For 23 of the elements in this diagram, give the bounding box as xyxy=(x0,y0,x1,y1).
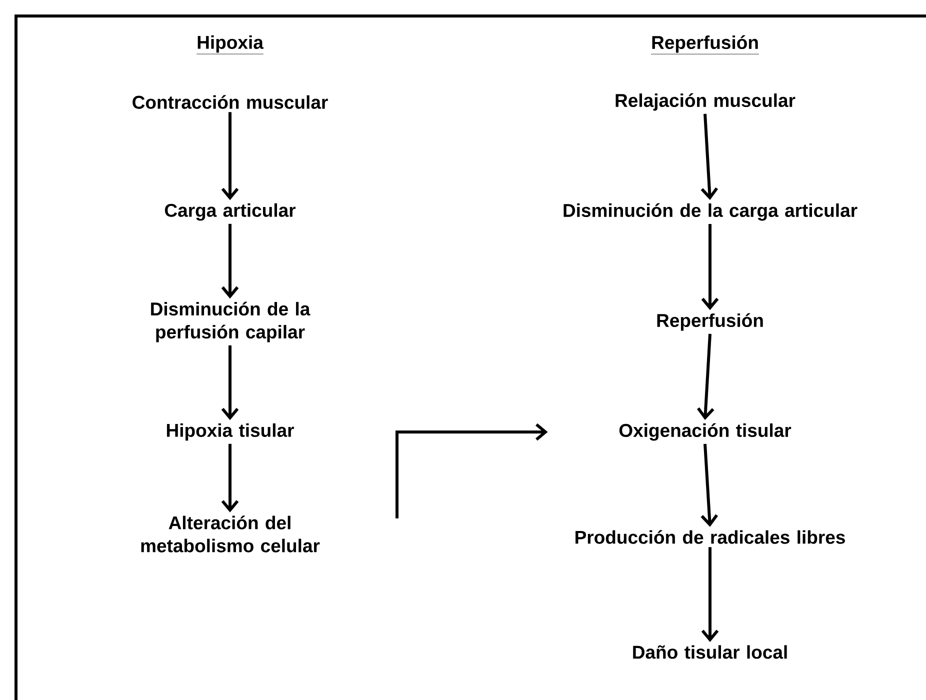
flow-step: Producción de radicales libres xyxy=(576,530,845,544)
arrow xyxy=(696,334,714,420)
arrow xyxy=(396,423,548,518)
flow-step: Disminución de la carga articular xyxy=(564,203,858,221)
flow-step: Relajación muscular xyxy=(616,93,796,111)
column-heading: Reperfusión xyxy=(650,35,760,54)
flow-step: Oxigenación tisular xyxy=(619,423,792,441)
arrow xyxy=(221,444,239,512)
flow-step: Contracción muscular xyxy=(132,95,328,109)
flow-step: Carga articular xyxy=(164,203,296,221)
arrow xyxy=(221,224,239,299)
flow-step: Alteración del metabolismo celular xyxy=(141,516,320,552)
arrow xyxy=(701,224,719,310)
flow-step: Disminución de la perfusión capilar xyxy=(151,302,310,342)
column-heading: Hipoxia xyxy=(196,35,264,54)
flow-step: Hipoxia tisular xyxy=(167,423,294,441)
arrow xyxy=(700,114,718,200)
flow-step: Reperfusión xyxy=(657,313,763,331)
arrow xyxy=(221,112,239,200)
flow-step: Daño tisular local xyxy=(633,645,787,659)
arrow xyxy=(221,345,239,420)
arrow xyxy=(700,444,718,527)
arrow xyxy=(701,547,719,642)
